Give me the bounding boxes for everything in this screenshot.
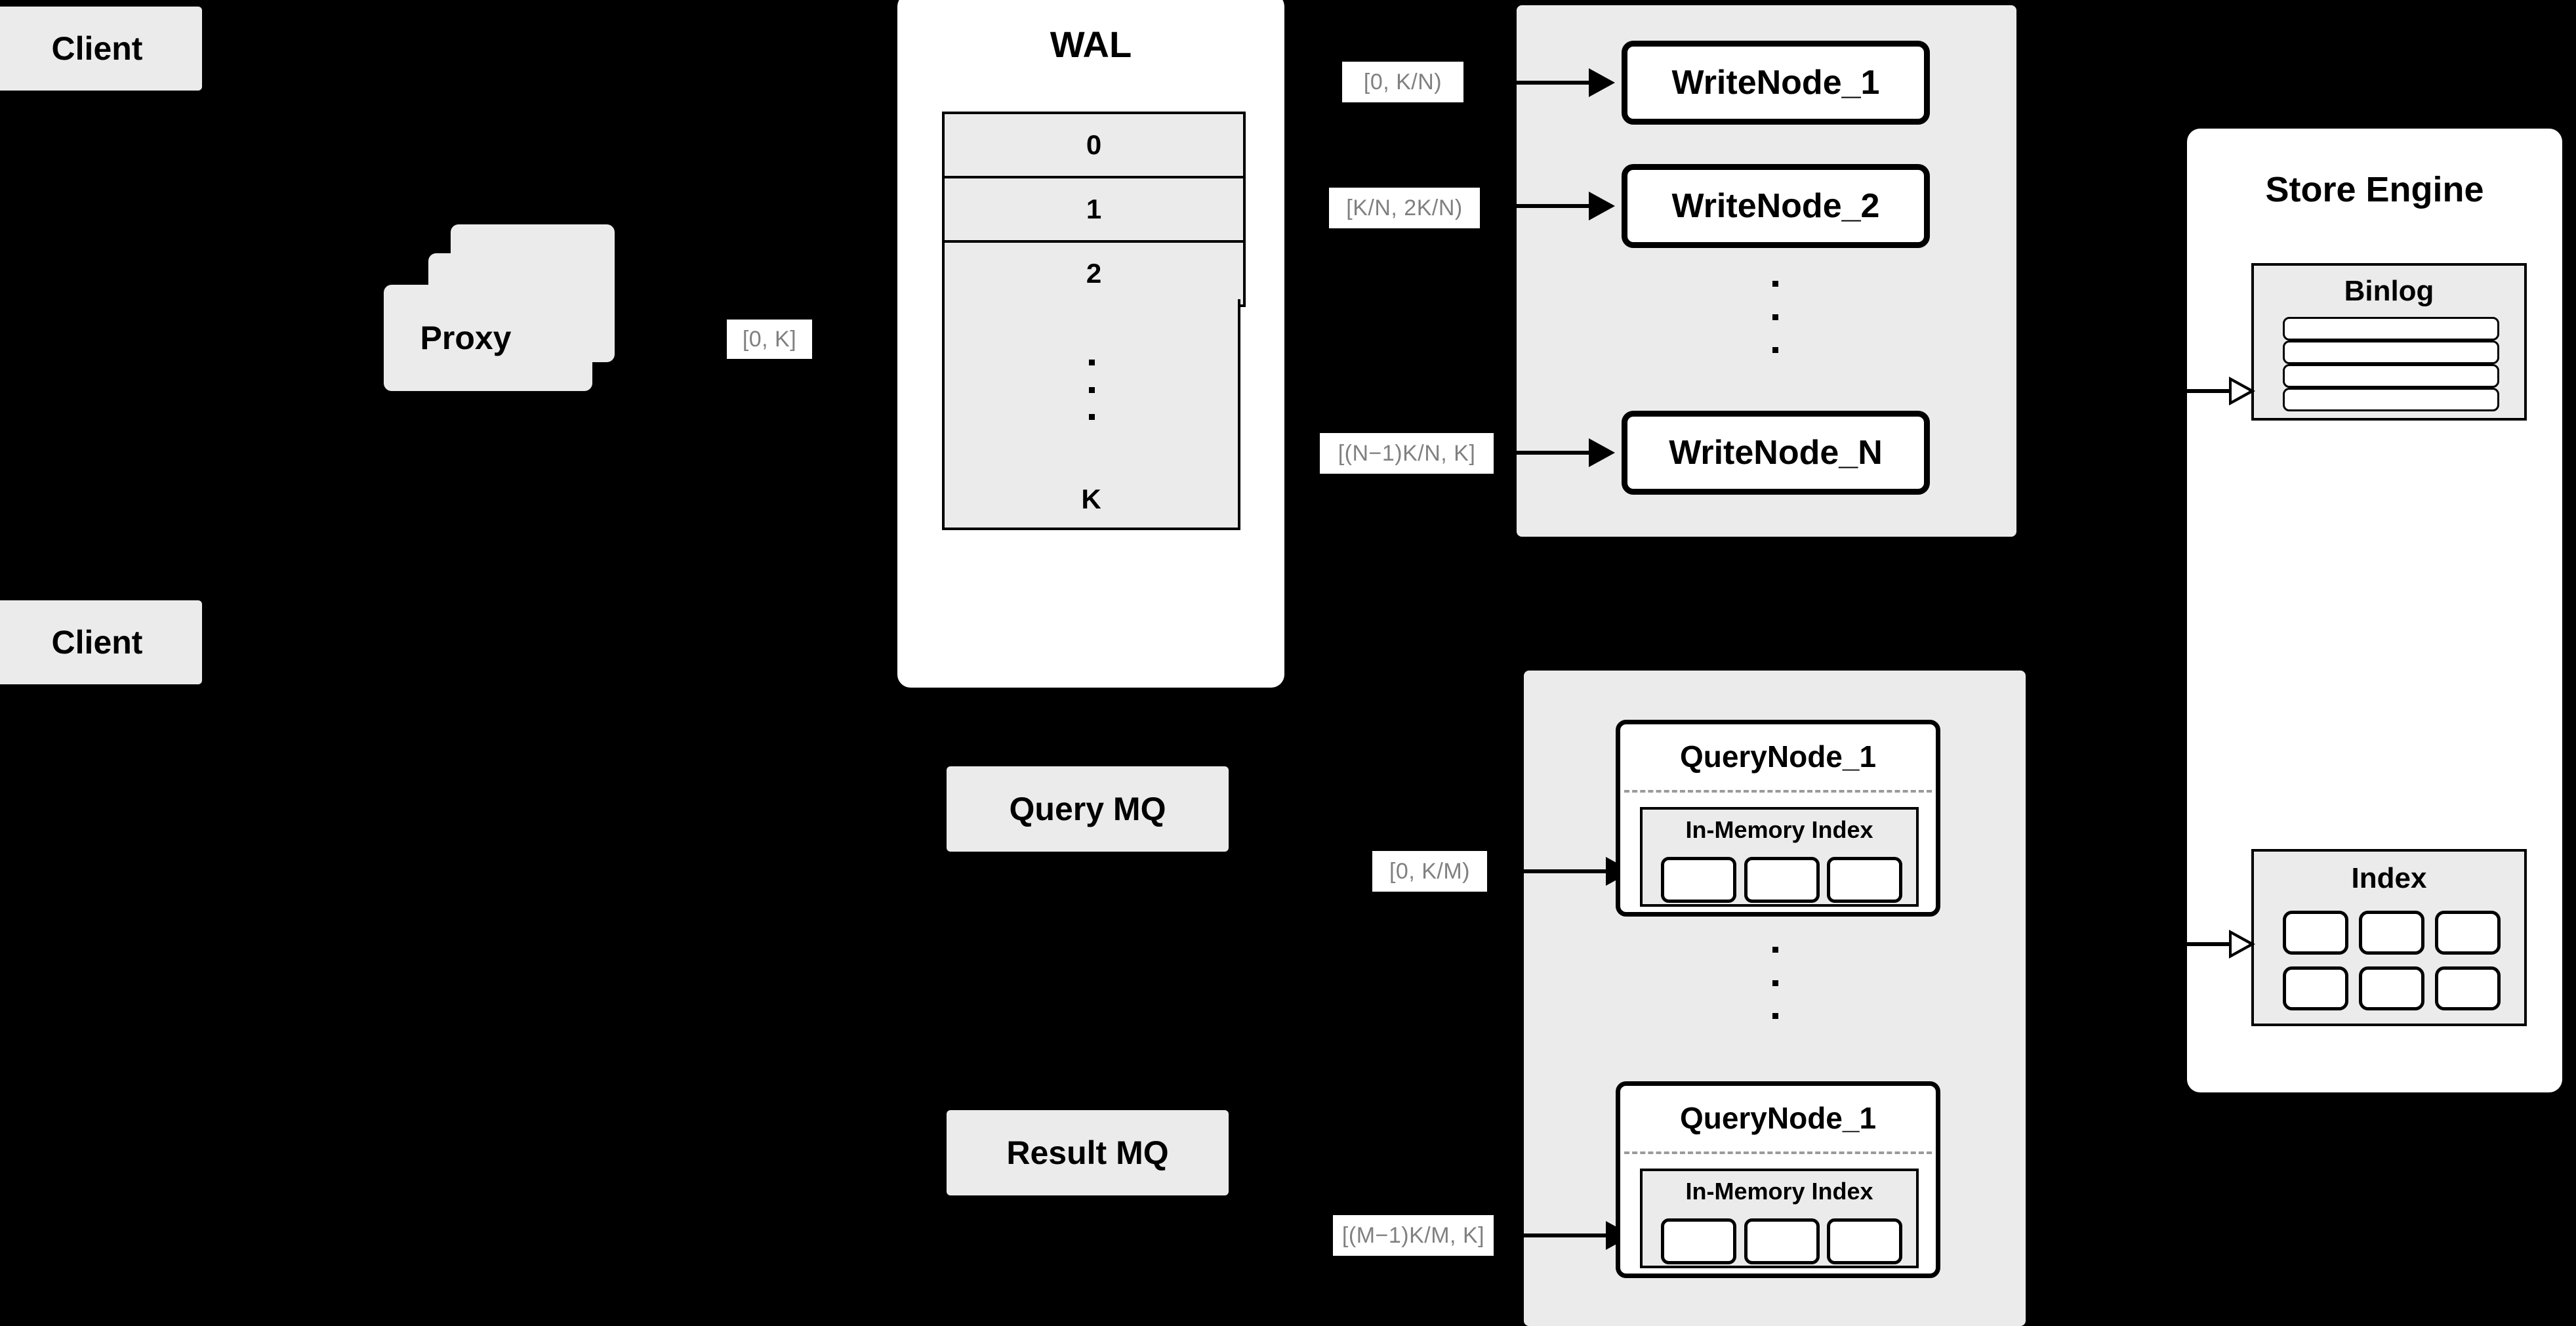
index-cell[interactable] xyxy=(2283,966,2348,1010)
index-inflow-arrow xyxy=(2187,930,2255,959)
query-range-label-1: [0, K/M) xyxy=(1372,851,1487,892)
in-memory-index-1: In-Memory Index xyxy=(1640,807,1919,907)
query-node-separator-1 xyxy=(1624,790,1932,793)
write-range-label-1: [0, K/N) xyxy=(1342,62,1463,102)
write-range-label-n: [(N−1)K/N, K] xyxy=(1320,433,1494,474)
write-arrow-n xyxy=(1517,438,1615,467)
write-node-label-n: WriteNode_N xyxy=(1669,434,1883,472)
index-cell[interactable] xyxy=(2435,966,2501,1010)
write-arrow-2 xyxy=(1517,192,1615,220)
wal-table: 0 1 2 xyxy=(942,112,1246,307)
binlog-row[interactable] xyxy=(2283,341,2499,364)
index-box: Index xyxy=(2251,849,2527,1026)
index-title: Index xyxy=(2351,862,2427,894)
query-node-2[interactable]: QueryNode_1 In-Memory Index xyxy=(1616,1081,1940,1278)
query-mq-box[interactable]: Query MQ xyxy=(947,766,1229,852)
memory-cell[interactable] xyxy=(1661,857,1736,903)
in-memory-index-cells-1 xyxy=(1661,857,1902,903)
query-range-text-1: [0, K/M) xyxy=(1389,858,1471,884)
write-range-text-n: [(N−1)K/N, K] xyxy=(1338,440,1476,466)
proxy-stack[interactable]: Proxy xyxy=(384,217,659,426)
proxy-card-front[interactable]: Proxy xyxy=(384,285,548,391)
query-range-text-2: [(M−1)K/M, K] xyxy=(1341,1222,1485,1248)
wal-row-1[interactable]: 1 xyxy=(945,178,1243,243)
binlog-inflow-arrow xyxy=(2187,377,2255,405)
write-node-n[interactable]: WriteNode_N xyxy=(1622,411,1930,495)
in-memory-index-title-1: In-Memory Index xyxy=(1685,816,1873,843)
in-memory-index-title-2: In-Memory Index xyxy=(1685,1178,1873,1205)
memory-cell[interactable] xyxy=(1744,857,1820,903)
query-node-label-2: QueryNode_1 xyxy=(1679,1101,1877,1135)
binlog-row[interactable] xyxy=(2283,317,2499,341)
result-mq-label: Result MQ xyxy=(1006,1134,1169,1171)
query-mq-label: Query MQ xyxy=(1009,791,1166,827)
wal-row-0[interactable]: 0 xyxy=(945,114,1243,178)
index-cell[interactable] xyxy=(2435,911,2501,955)
write-node-label-1: WriteNode_1 xyxy=(1671,64,1880,102)
wal-title: WAL xyxy=(1050,24,1132,65)
binlog-rows xyxy=(2283,317,2499,411)
index-cell[interactable] xyxy=(2359,966,2424,1010)
result-mq-box[interactable]: Result MQ xyxy=(947,1110,1229,1195)
proxy-range-text: [0, K] xyxy=(742,326,797,352)
proxy-label: Proxy xyxy=(420,320,512,356)
client-box-2[interactable]: Client xyxy=(0,600,202,684)
in-memory-index-2: In-Memory Index xyxy=(1640,1169,1919,1268)
index-cell[interactable] xyxy=(2283,911,2348,955)
memory-cell[interactable] xyxy=(1661,1218,1736,1264)
write-range-text-2: [K/N, 2K/N) xyxy=(1346,195,1463,220)
binlog-row[interactable] xyxy=(2283,388,2499,411)
query-node-label-1: QueryNode_1 xyxy=(1679,739,1877,774)
query-node-separator-2 xyxy=(1624,1151,1932,1154)
binlog-box: Binlog xyxy=(2251,263,2527,421)
memory-cell[interactable] xyxy=(1744,1218,1820,1264)
write-node-1[interactable]: WriteNode_1 xyxy=(1622,41,1930,125)
client-box-1[interactable]: Client xyxy=(0,7,202,91)
write-range-text-1: [0, K/N) xyxy=(1363,69,1442,94)
wal-row-ellipsis xyxy=(942,299,1240,474)
client-label-2: Client xyxy=(51,624,143,661)
wal-row-k[interactable]: K xyxy=(942,471,1240,530)
query-group-ellipsis xyxy=(1772,947,1778,1019)
query-range-label-2: [(M−1)K/M, K] xyxy=(1333,1215,1494,1256)
wal-row-2[interactable]: 2 xyxy=(945,242,1243,304)
index-cell[interactable] xyxy=(2359,911,2424,955)
client-label-1: Client xyxy=(51,30,143,67)
proxy-range-label: [0, K] xyxy=(727,320,812,359)
binlog-title: Binlog xyxy=(2344,275,2434,307)
query-node-1[interactable]: QueryNode_1 In-Memory Index xyxy=(1616,720,1940,917)
store-engine-title: Store Engine xyxy=(2265,170,2484,209)
write-range-label-2: [K/N, 2K/N) xyxy=(1329,188,1480,228)
binlog-row[interactable] xyxy=(2283,364,2499,388)
wal-panel: WAL 0 1 2 K xyxy=(897,0,1284,688)
store-engine-panel: Store Engine Binlog Index xyxy=(2187,129,2562,1092)
wal-ellipsis-dots xyxy=(1088,360,1095,420)
memory-cell[interactable] xyxy=(1827,857,1902,903)
memory-cell[interactable] xyxy=(1827,1218,1902,1264)
write-group-ellipsis xyxy=(1772,281,1778,353)
write-arrow-1 xyxy=(1517,68,1615,97)
index-grid xyxy=(2283,911,2501,1010)
in-memory-index-cells-2 xyxy=(1661,1218,1902,1264)
write-node-2[interactable]: WriteNode_2 xyxy=(1622,164,1930,248)
write-node-label-2: WriteNode_2 xyxy=(1671,187,1880,225)
